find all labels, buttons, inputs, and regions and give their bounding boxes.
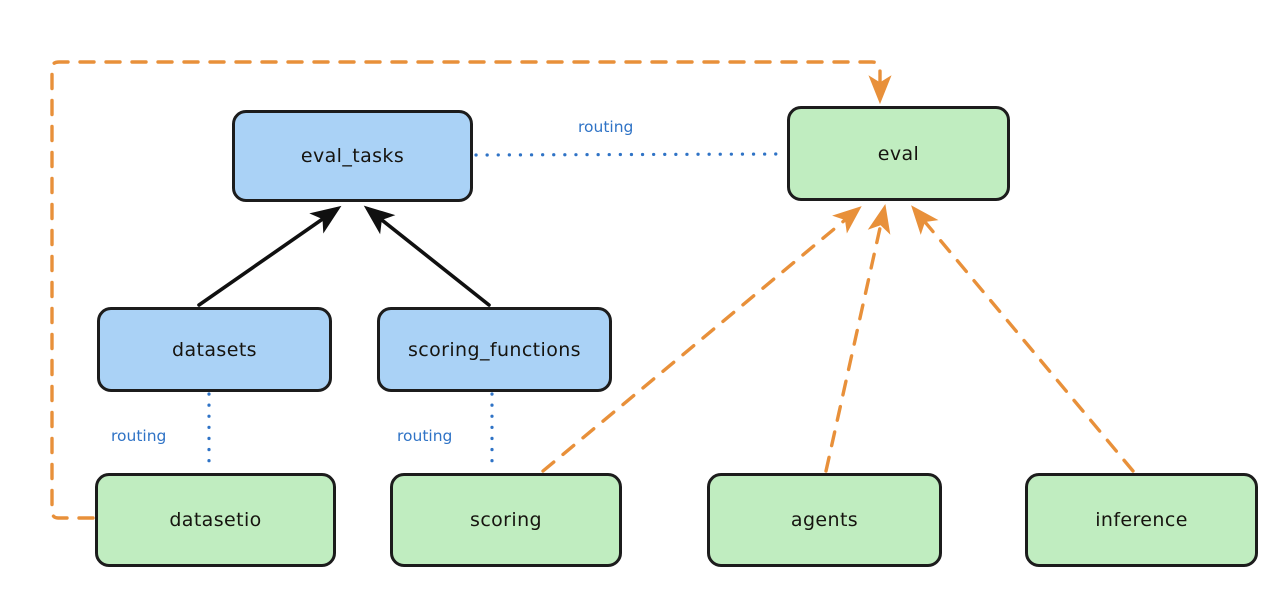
node-label-agents: agents	[790, 509, 859, 531]
node-datasets[interactable]: datasets	[97, 307, 332, 392]
node-label-scoring: scoring	[470, 509, 542, 531]
node-label-eval-tasks: eval_tasks	[300, 145, 405, 167]
node-label-eval: eval	[877, 142, 920, 165]
node-eval[interactable]: eval	[787, 106, 1010, 201]
node-datasetio[interactable]: datasetio	[95, 473, 336, 567]
node-label-inference: inference	[1095, 509, 1188, 531]
edge-label-routing-scoring-functions-scoring: routing	[397, 427, 453, 445]
edge-inference-to-eval	[911, 205, 1135, 473]
edge-datasetio-to-eval	[50, 60, 892, 520]
node-label-scoring-functions: scoring_functions	[408, 338, 581, 361]
node-scoring-functions[interactable]: scoring_functions	[377, 307, 612, 392]
edge-label-routing-datasets-datasetio: routing	[111, 427, 167, 445]
edge-scoring-to-eval	[541, 206, 862, 473]
edge-agents-to-eval	[824, 204, 891, 473]
edge-label-routing-eval-tasks-eval: routing	[578, 118, 634, 136]
edge-datasets-to-eval-tasks	[197, 205, 342, 307]
edge-eval-tasks-to-eval	[474, 152, 788, 157]
edge-scoring-functions-to-eval-tasks	[363, 205, 491, 307]
node-label-datasets: datasets	[172, 338, 257, 361]
node-label-datasetio: datasetio	[169, 509, 262, 531]
node-eval-tasks[interactable]: eval_tasks	[232, 110, 473, 202]
node-inference[interactable]: inference	[1025, 473, 1258, 567]
node-agents[interactable]: agents	[707, 473, 942, 567]
node-scoring[interactable]: scoring	[390, 473, 622, 567]
